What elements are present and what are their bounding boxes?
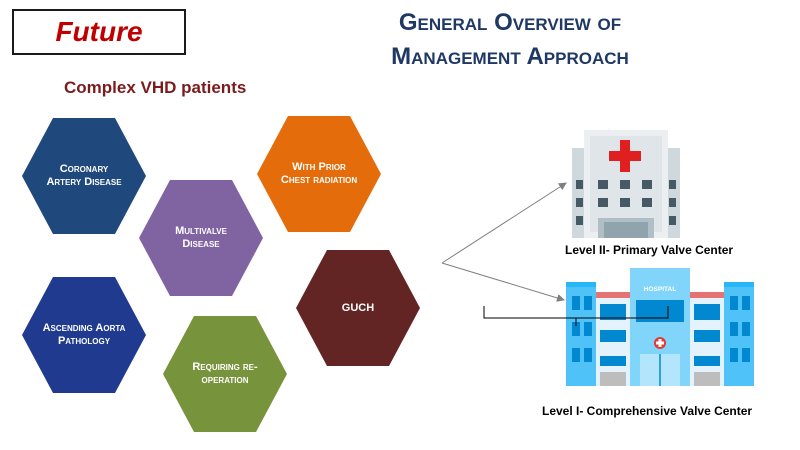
future-label: Future xyxy=(55,16,143,47)
hex-label: Requiring re-operation xyxy=(192,361,258,386)
hex-label: Coronary Artery Disease xyxy=(46,163,122,188)
future-box: Future xyxy=(12,9,186,55)
hex-label: Ascending Aorta Pathology xyxy=(42,322,126,347)
title-line-2: Management Approach xyxy=(391,43,629,70)
title-line-1: General Overview of xyxy=(398,9,622,36)
hospital-large-icon: HOSPITAL xyxy=(566,268,754,386)
hospital-small-icon xyxy=(572,130,680,238)
level-ii-label: Level II- Primary Valve Center xyxy=(565,243,734,257)
page-title: General Overview of Management Approach xyxy=(330,6,690,74)
hex-label: With Prior Chest radiation xyxy=(280,161,358,186)
arrow-to-comprehensive xyxy=(441,262,565,302)
level-i-label: Level I- Comprehensive Valve Center xyxy=(542,404,753,418)
hospital-sign: HOSPITAL xyxy=(644,286,676,293)
hex-multivalve-disease: Multivalve Disease xyxy=(139,180,263,296)
hex-ascending-aorta-pathology: Ascending Aorta Pathology xyxy=(22,277,146,393)
arrow-to-primary xyxy=(441,182,567,264)
hex-label: Multivalve Disease xyxy=(175,225,227,250)
hex-label: GUCH xyxy=(341,301,375,314)
subtitle: Complex VHD patients xyxy=(64,78,247,97)
